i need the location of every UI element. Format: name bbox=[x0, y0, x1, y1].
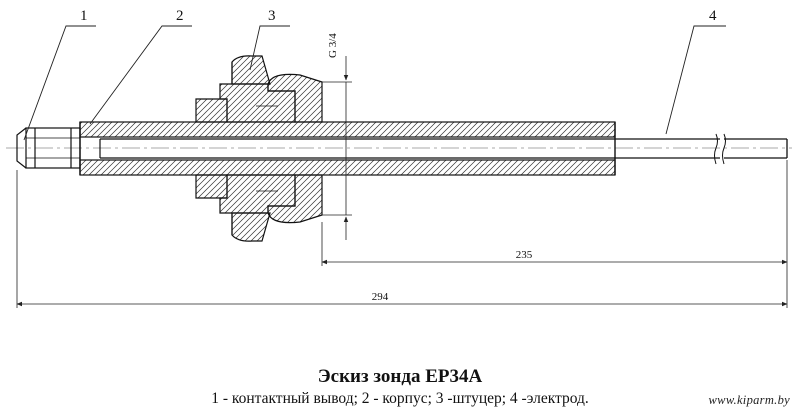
thread-label: G 3/4 bbox=[327, 33, 339, 58]
dimension-235 bbox=[321, 160, 788, 266]
callout-4: 4 bbox=[709, 8, 717, 24]
callout-leaders bbox=[23, 25, 726, 141]
electrode bbox=[99, 133, 788, 165]
dimension-294-label: 294 bbox=[372, 291, 389, 303]
probe-body bbox=[79, 121, 616, 176]
caption-title: Эскиз зонда ЕР34А bbox=[317, 366, 483, 387]
watermark[interactable]: www.kiparm.by bbox=[708, 393, 790, 407]
fitting bbox=[195, 55, 323, 242]
callout-1: 1 bbox=[80, 8, 88, 24]
dimension-294 bbox=[16, 170, 788, 308]
thread-dimension bbox=[322, 56, 352, 240]
callout-2: 2 bbox=[176, 8, 184, 24]
dimension-235-label: 235 bbox=[516, 249, 533, 261]
caption-legend: 1 - контактный вывод; 2 - корпус; 3 -шту… bbox=[211, 390, 589, 407]
contact-terminal bbox=[16, 127, 81, 169]
callout-3: 3 bbox=[268, 8, 276, 24]
